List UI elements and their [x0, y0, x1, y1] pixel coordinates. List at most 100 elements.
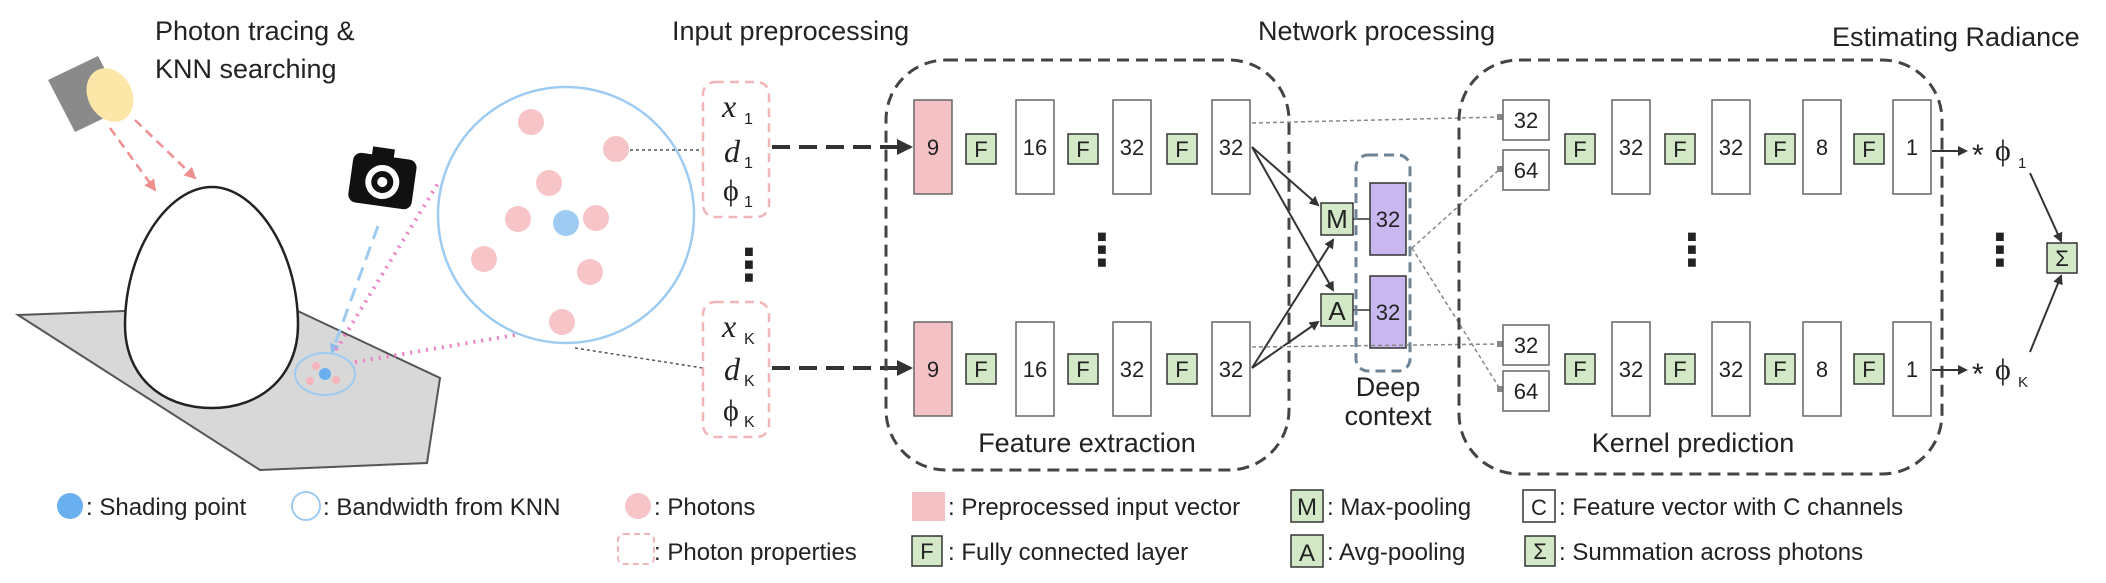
arrow-to-sum-top	[2029, 172, 2063, 243]
legend-shading-point: : Shading point	[86, 494, 246, 521]
kp-top-context-input	[1502, 149, 1550, 191]
legend-feature-vector: : Feature vector with C channels	[1559, 494, 1903, 521]
section-title-photon-tracing-2: KNN searching	[155, 54, 337, 84]
shading-point-zoom	[553, 210, 579, 236]
kp-ellipsis: ⋮	[1670, 226, 1714, 275]
kp-bottom-skip-input	[1502, 324, 1550, 366]
kernel-prediction-box	[1457, 58, 1944, 476]
kp-top-skip-input	[1502, 99, 1550, 141]
context-to-top-kernel	[1411, 166, 1503, 249]
fe-top-fc-3-label: F	[1175, 137, 1188, 162]
photon	[505, 206, 531, 232]
fe-top-fc-1-label: F	[974, 137, 987, 162]
photon	[603, 136, 629, 162]
legend-photon-properties: : Photon properties	[654, 539, 857, 566]
photon	[536, 170, 562, 196]
phi-bottom: ϕ	[1995, 353, 2011, 386]
kp-bottom-hidden-3	[1802, 321, 1842, 417]
fe-top-fc-1	[965, 133, 997, 165]
light-source-icon	[48, 56, 134, 132]
input-x-bottom: x	[721, 308, 736, 344]
deep-context-box	[1354, 153, 1412, 373]
phi-top: ϕ	[1995, 134, 2011, 167]
legend-sum-symbol: Σ	[1533, 539, 1547, 564]
fe-top-hidden-1	[1015, 99, 1055, 195]
kp-top-hidden-2	[1711, 99, 1751, 195]
kp-bottom-hidden-2-label: 32	[1719, 357, 1743, 382]
kp-bottom-fc-2	[1664, 353, 1696, 385]
kp-top-fc-3	[1764, 133, 1796, 165]
skip-top-features	[1251, 114, 1503, 124]
max-pooling-label: M	[1326, 204, 1348, 234]
kp-top-fc-2	[1664, 133, 1696, 165]
kernel-prediction: Kernel prediction 32 64 F 32 F 32 F 8 F …	[1457, 58, 1944, 476]
kp-top-hidden-1	[1611, 99, 1651, 195]
fe-bottom-fc-3	[1166, 353, 1198, 385]
kp-top-fc-2-label: F	[1673, 137, 1686, 162]
kp-bottom-hidden-1-label: 32	[1619, 357, 1643, 382]
kp-bottom-hidden-2	[1711, 321, 1751, 417]
fe-top-fc-2	[1067, 133, 1099, 165]
section-title-estimating-radiance: Estimating Radiance	[1832, 22, 2080, 52]
photon	[471, 246, 497, 272]
photon	[518, 109, 544, 135]
phi-bottom-sub: K	[2018, 374, 2028, 391]
input-d-bottom-sub: K	[744, 373, 755, 390]
kp-top-hidden-1-label: 32	[1619, 135, 1643, 160]
scene-illustration	[14, 56, 704, 472]
input-x-top-sub: 1	[744, 111, 753, 128]
legend-sum-icon	[1524, 535, 1556, 567]
input-ellipsis: ⋮	[727, 241, 771, 290]
kernel-prediction-label: Kernel prediction	[1592, 428, 1795, 458]
phi-top-sub: 1	[2018, 155, 2026, 172]
fe-top-hidden-2	[1112, 99, 1152, 195]
pooling-deep-context: M A 32 32 Deep context	[1251, 114, 1503, 431]
photon-properties-top	[701, 80, 771, 219]
kp-bottom-hidden-3-label: 8	[1816, 357, 1828, 382]
fe-bottom-hidden-3-label: 32	[1219, 357, 1243, 382]
arrow-bottom-to-max	[1251, 238, 1335, 369]
fe-bottom-fc-3-label: F	[1175, 357, 1188, 382]
input-phi-bottom-sub: K	[744, 414, 755, 431]
legend-preprocessed: : Preprocessed input vector	[948, 494, 1240, 521]
legend-max-pooling: : Max-pooling	[1327, 494, 1471, 521]
photon	[583, 205, 609, 231]
kp-bottom-fc-4-label: F	[1862, 357, 1875, 382]
input-d-bottom: d	[724, 351, 741, 387]
legend-fc-icon	[911, 535, 943, 567]
section-title-input-preprocessing: Input preprocessing	[672, 16, 909, 46]
kp-top-fc-4	[1853, 133, 1885, 165]
arrow-bottom-to-avg	[1251, 320, 1320, 369]
legend-avg-pooling: : Avg-pooling	[1327, 539, 1465, 566]
legend-shading-point-icon	[57, 493, 83, 519]
legend-feature-vector-icon	[1522, 489, 1556, 523]
fe-top-hidden-3-label: 32	[1219, 135, 1243, 160]
fe-top-fc-2-label: F	[1076, 137, 1089, 162]
input-x-bottom-sub: K	[744, 331, 755, 348]
egg-object	[123, 185, 300, 410]
kp-top-context-label: 64	[1514, 158, 1538, 183]
fe-top-hidden-3	[1211, 99, 1251, 195]
feature-extraction: Feature extraction 9 F 16 F 32 F 32 ⋮ 9 …	[884, 58, 1291, 472]
light-ray-1	[108, 127, 157, 192]
section-title-network-processing: Network processing	[1258, 16, 1495, 46]
kp-top-fc-1-label: F	[1573, 137, 1586, 162]
connector-bottom-photon	[574, 347, 704, 369]
fe-bottom-input-label: 9	[927, 357, 939, 382]
kp-top-fc-4-label: F	[1862, 137, 1875, 162]
estimating-radiance: * ϕ 1 * ϕ K ⋮ Σ	[1932, 134, 2078, 391]
kp-top-hidden-2-label: 32	[1719, 135, 1743, 160]
kp-bottom-fc-2-label: F	[1673, 357, 1686, 382]
fe-bottom-fc-1-label: F	[974, 357, 987, 382]
deep-context-avg-label: 32	[1376, 300, 1400, 325]
summation-label: Σ	[2055, 246, 2069, 271]
fe-top-input-label: 9	[927, 135, 939, 160]
light-ray-2	[134, 119, 197, 180]
fe-bottom-hidden-2	[1112, 321, 1152, 417]
zoom-line-upper	[334, 178, 442, 352]
input-d-top-sub: 1	[744, 155, 753, 172]
kp-bottom-fc-1	[1564, 353, 1596, 385]
mult-top: *	[1972, 139, 1984, 172]
fe-bottom-input-vector	[913, 321, 953, 417]
